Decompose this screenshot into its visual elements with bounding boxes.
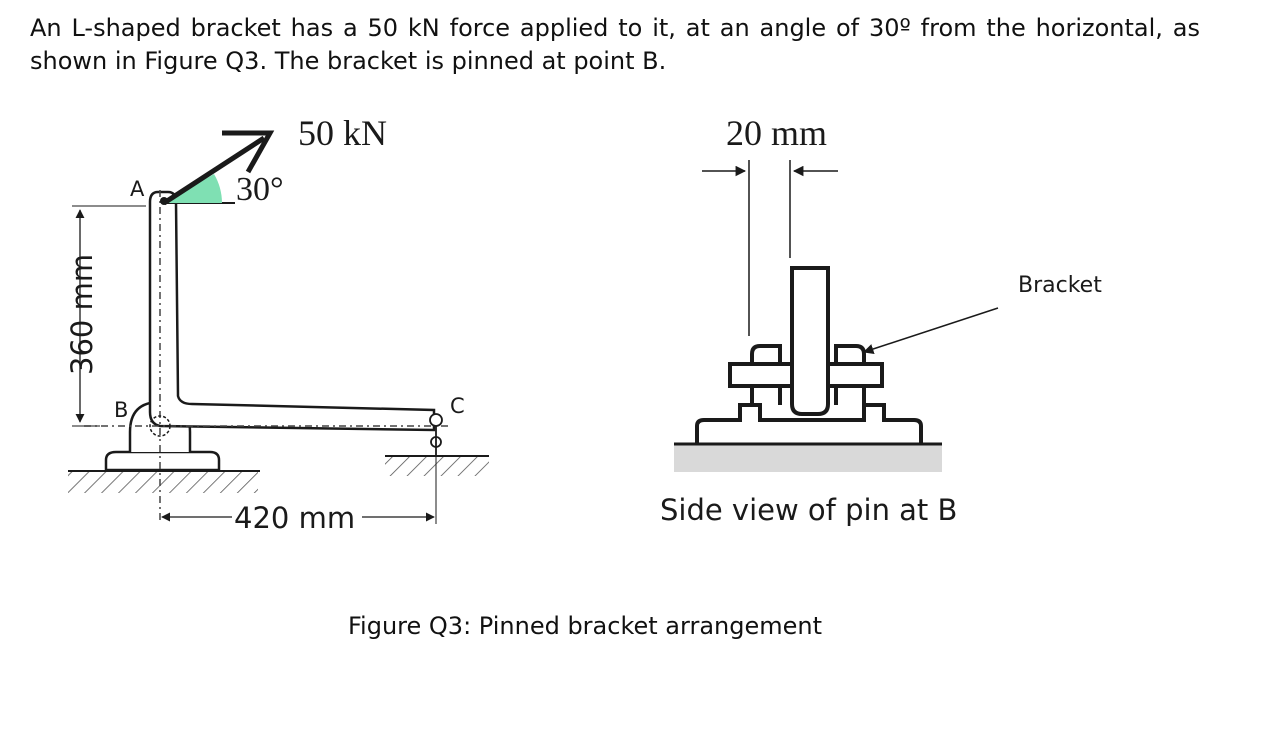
side-base: [695, 403, 923, 444]
pin-b: [149, 415, 171, 437]
ground-hatch-right: [385, 456, 489, 476]
length-label: 420 mm: [234, 501, 355, 535]
pin-width-label: 20 mm: [726, 113, 827, 153]
point-a-label: A: [130, 177, 145, 201]
pin-side-view: 20 mm Bracket Side view of pin at B: [660, 113, 1102, 527]
bracket-body: [148, 190, 436, 432]
ground-hatch-left: [68, 471, 258, 493]
base-plate: [104, 450, 221, 472]
bracket-label: Bracket: [1018, 273, 1102, 298]
force-arrowhead: [222, 130, 275, 174]
side-bracket-tongue: [790, 266, 830, 416]
force-arrow: [162, 135, 266, 206]
bracket-front-view: 50 kN 30° A B C 360 mm 420 mm: [65, 113, 489, 535]
figure-caption: Figure Q3: Pinned bracket arrangement: [348, 612, 822, 640]
point-b-label: B: [114, 398, 128, 422]
side-ground: [674, 444, 942, 472]
point-c-label: C: [450, 394, 465, 418]
angle-label: 30°: [236, 171, 284, 208]
roller-c: [429, 413, 443, 427]
height-label: 360 mm: [65, 254, 99, 375]
problem-statement: An L-shaped bracket has a 50 kN force ap…: [30, 14, 1200, 75]
force-label: 50 kN: [298, 113, 387, 153]
bracket-leader-line: [863, 307, 999, 355]
side-view-label: Side view of pin at B: [660, 493, 957, 527]
